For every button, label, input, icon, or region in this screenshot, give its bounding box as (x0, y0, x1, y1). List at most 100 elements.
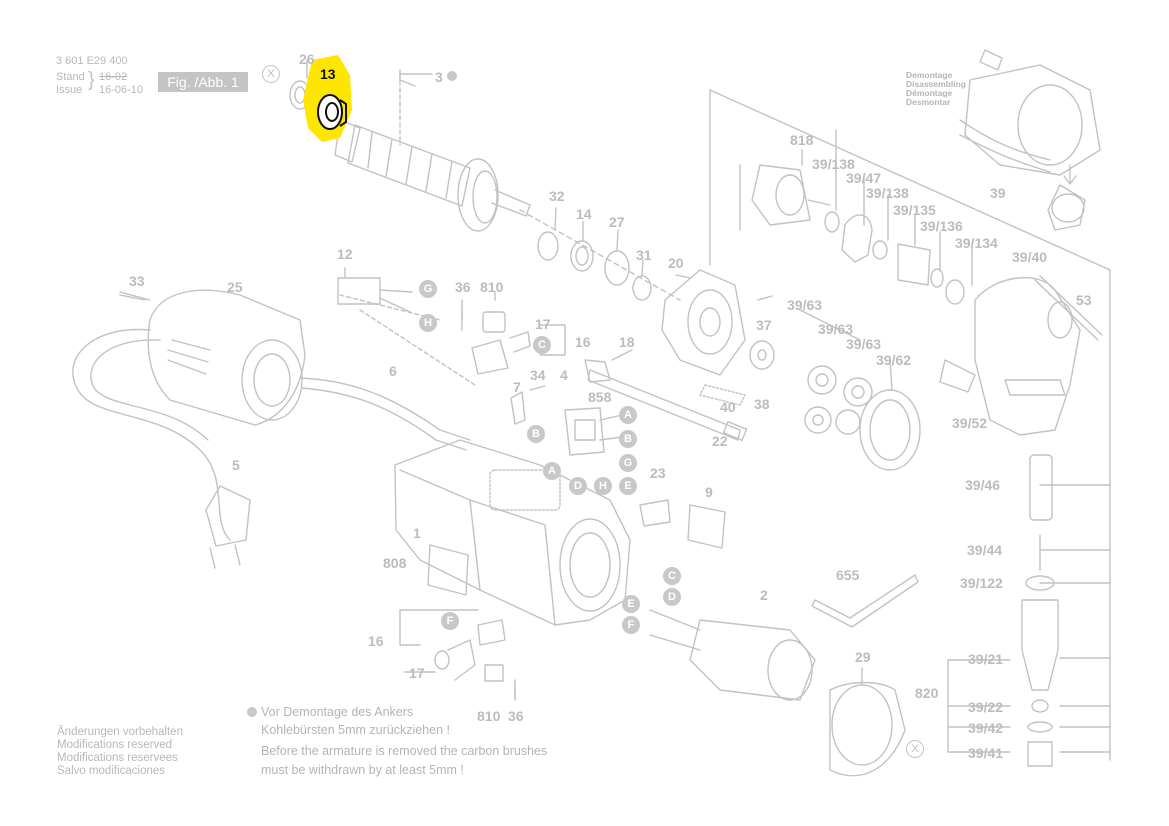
part-label-22: 22 (712, 433, 728, 449)
part-label-810-bottom: 810 (477, 708, 501, 724)
part-23-drawing (639, 499, 671, 527)
part-label-9: 9 (705, 484, 713, 500)
part-label-34: 34 (530, 367, 546, 383)
part-number: 3 601 E29 400 (56, 55, 128, 67)
footer-note-en-2: must be withdrawn by at least 5mm ! (261, 763, 464, 777)
part-label-39-135: 39/135 (893, 202, 936, 218)
stand-label: Stand (56, 71, 85, 83)
switch-4-drawing (510, 385, 623, 456)
part-label-31: 31 (636, 247, 652, 263)
part-label-655: 655 (836, 567, 860, 583)
modifications-en: Modifications reserved (57, 739, 173, 751)
footer-note-de-2: Kohlebürsten 5mm zurückziehen ! (261, 723, 450, 737)
part-label-4: 4 (560, 367, 568, 383)
part-label-39-21: 39/21 (968, 651, 1004, 667)
part-label-39-22: 39/22 (968, 699, 1004, 715)
brace-icon: } (88, 69, 95, 91)
part-label-39-138-b: 39/138 (866, 185, 909, 201)
marker-d-bottom: D (663, 588, 681, 606)
part-label-39-63-b: 39/63 (818, 321, 854, 337)
part-label-3: 3 (435, 69, 443, 85)
part-label-39-138-a: 39/138 (812, 156, 855, 172)
stand-value-old: 16-02 (99, 71, 128, 83)
footer-bullet-icon (247, 707, 257, 717)
figure-label: Fig. /Abb. 1 (158, 72, 248, 92)
brush-holder-top-drawing (461, 291, 566, 375)
part-label-39: 39 (990, 185, 1006, 201)
x-marker-top: X (262, 65, 280, 83)
motor-housing-1-drawing (394, 439, 631, 626)
part-label-808: 808 (383, 555, 407, 571)
part-label-39-46: 39/46 (965, 477, 1001, 493)
note-bullet-icon (447, 71, 457, 81)
marker-c-top: C (533, 336, 551, 354)
footer-note-de-1: Vor Demontage des Ankers (261, 705, 414, 719)
part-label-53: 53 (1076, 292, 1092, 308)
part-label-810-top: 810 (480, 279, 504, 295)
part-label-16-top: 16 (575, 334, 591, 350)
issue-label: Issue (56, 84, 83, 96)
highlight-part-13-drawing (303, 55, 352, 142)
part-label-39-62: 39/62 (876, 352, 912, 368)
marker-b-right: B (619, 430, 637, 448)
footer-note-en-1: Before the armature is removed the carbo… (261, 744, 548, 758)
part-label-18: 18 (619, 334, 635, 350)
part-label-17-bottom: 17 (409, 665, 425, 681)
armature-drawing (334, 69, 531, 232)
marker-f-left: F (441, 612, 459, 630)
marker-h-mid: H (594, 477, 612, 495)
marker-e-bottom: E (622, 595, 640, 613)
marker-d-mid: D (569, 477, 587, 495)
marker-g-mid: G (619, 454, 637, 472)
part-label-39-63-a: 39/63 (787, 297, 823, 313)
marker-b-left: B (527, 425, 545, 443)
part-label-16-bottom: 16 (368, 633, 384, 649)
disassembly-label-es: Desmontar (906, 97, 951, 107)
nameplate-808-drawing (427, 544, 469, 596)
x-marker-bottom: X (906, 740, 924, 758)
part-label-818: 818 (790, 132, 814, 148)
part-label-2: 2 (760, 587, 768, 603)
gear-housing-drawing (709, 89, 1111, 767)
interference-capacitor-drawing (337, 267, 476, 386)
part-label-1: 1 (413, 525, 421, 541)
modifications-es: Salvo modificaciones (57, 765, 166, 777)
marker-h-top: H (419, 314, 437, 332)
marker-e-mid: E (619, 477, 637, 495)
part-label-36-top: 36 (455, 279, 471, 295)
bearing-flange-20-drawing (661, 269, 746, 376)
marker-a-left: A (543, 462, 561, 480)
power-cable-drawing (72, 328, 471, 569)
part-label-858: 858 (588, 389, 612, 405)
housing-cover-25-drawing (119, 289, 306, 426)
part-label-39-40: 39/40 (1012, 249, 1048, 265)
bearing-rings-drawing (519, 207, 681, 301)
part-label-14: 14 (576, 206, 592, 222)
part-label-37: 37 (756, 317, 772, 333)
highlighted-part-label: 13 (320, 66, 336, 82)
part-label-29: 29 (855, 649, 871, 665)
part-label-38: 38 (754, 396, 770, 412)
part-label-23: 23 (650, 465, 666, 481)
part-label-7: 7 (513, 379, 521, 395)
part-label-20: 20 (668, 255, 684, 271)
part-label-820: 820 (915, 685, 939, 701)
part-label-39-41: 39/41 (968, 745, 1004, 761)
issue-value: 16-06-10 (99, 84, 144, 96)
marker-a-right: A (619, 406, 637, 424)
part-label-17-top: 17 (535, 316, 551, 332)
part-label-5: 5 (232, 457, 240, 473)
part-label-39-52: 39/52 (952, 415, 988, 431)
hex-key-655-drawing (811, 574, 919, 628)
part-label-39-42: 39/42 (968, 720, 1004, 736)
part-label-39-136: 39/136 (920, 218, 963, 234)
part-label-36-bottom: 36 (508, 708, 524, 724)
disassembly-label-fr: Démontage (906, 88, 953, 98)
part-label-40: 40 (720, 399, 736, 415)
part-label-27: 27 (609, 214, 625, 230)
lever-22-drawing (584, 359, 748, 442)
guard-29-drawing (829, 667, 906, 777)
part-label-33: 33 (129, 273, 145, 289)
marker-c-bottom: C (663, 567, 681, 585)
